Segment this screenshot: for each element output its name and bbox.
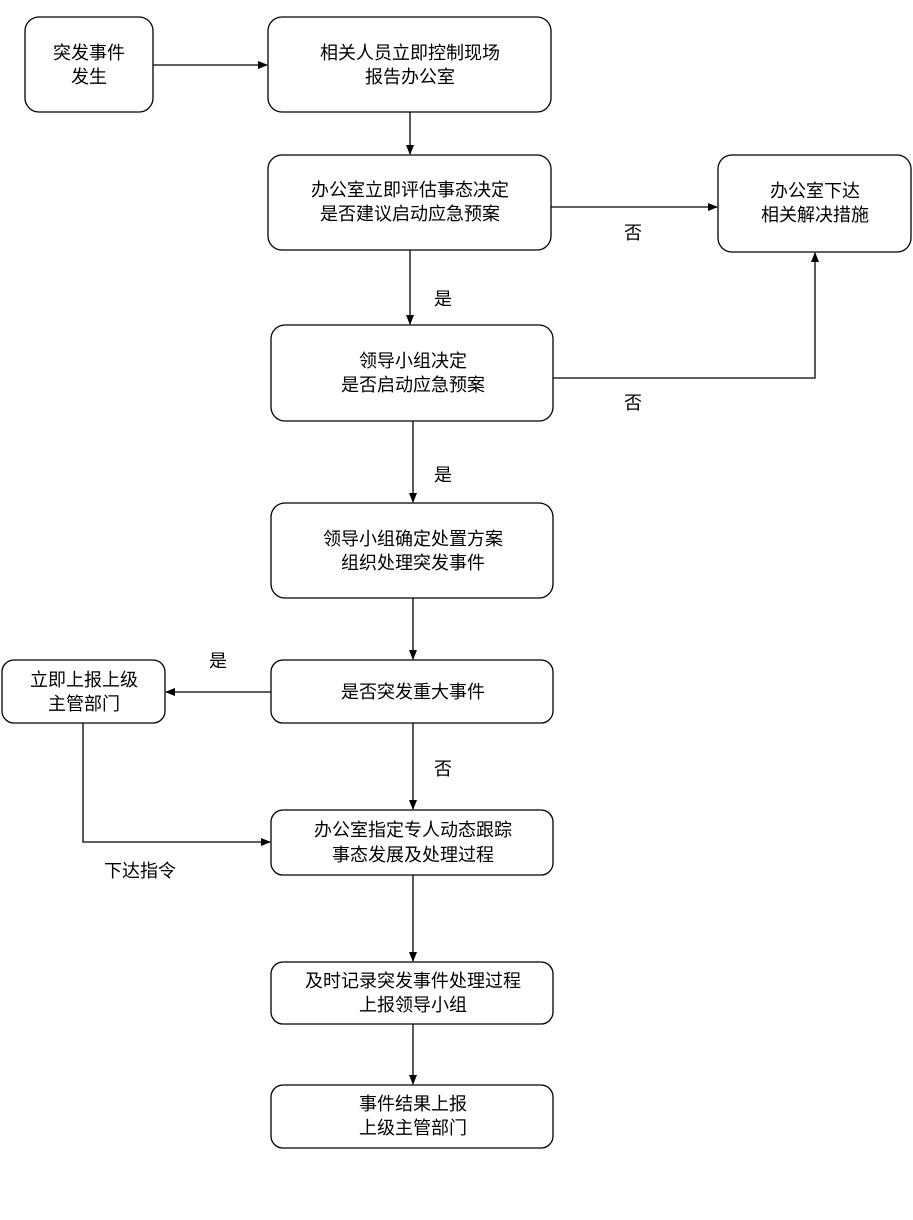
svg-text:上级主管部门: 上级主管部门 <box>359 1118 467 1139</box>
node-assess: 办公室立即评估事态决定 是否建议启动应急预案 <box>267 154 552 251</box>
svg-text:办公室下达: 办公室下达 <box>770 181 860 202</box>
label-yes-leader: 是 <box>434 465 452 486</box>
svg-text:发生: 发生 <box>71 67 107 88</box>
svg-text:领导小组确定处置方案: 领导小组确定处置方案 <box>323 529 503 550</box>
node-report-up: 立即上报上级 主管部门 <box>1 659 166 724</box>
arrow-leader-measures <box>553 252 819 379</box>
svg-text:是否启动应急预案: 是否启动应急预案 <box>341 375 485 396</box>
node-major: 是否突发重大事件 <box>270 659 554 724</box>
node-measures: 办公室下达 相关解决措施 <box>717 154 912 253</box>
svg-text:报告办公室: 报告办公室 <box>365 67 455 88</box>
svg-text:事件结果上报: 事件结果上报 <box>359 1094 467 1115</box>
svg-text:及时记录突发事件处理过程: 及时记录突发事件处理过程 <box>305 971 521 992</box>
label-no-leader: 否 <box>624 393 642 414</box>
node-control: 相关人员立即控制现场 报告办公室 <box>267 16 552 113</box>
svg-text:是否突发重大事件: 是否突发重大事件 <box>341 682 485 703</box>
svg-text:立即上报上级: 立即上报上级 <box>30 670 138 691</box>
node-result: 事件结果上报 上级主管部门 <box>270 1084 554 1149</box>
label-instruct: 下达指令 <box>104 861 176 882</box>
label-yes-major: 是 <box>209 651 227 672</box>
svg-text:相关解决措施: 相关解决措施 <box>761 205 869 226</box>
svg-text:办公室指定专人动态跟踪: 办公室指定专人动态跟踪 <box>314 820 512 841</box>
arrow-reportup-track <box>82 723 271 846</box>
svg-text:组织处理突发事件: 组织处理突发事件 <box>341 553 485 574</box>
node-record: 及时记录突发事件处理过程 上报领导小组 <box>270 961 554 1025</box>
svg-text:主管部门: 主管部门 <box>48 694 120 715</box>
svg-text:上报领导小组: 上报领导小组 <box>359 995 467 1016</box>
label-no-assess: 否 <box>624 223 642 244</box>
svg-text:相关人员立即控制现场: 相关人员立即控制现场 <box>320 43 500 64</box>
svg-text:领导小组决定: 领导小组决定 <box>359 351 467 372</box>
node-occur: 突发事件 发生 <box>24 16 154 113</box>
label-no-major: 否 <box>434 759 452 780</box>
svg-text:事态发展及处理过程: 事态发展及处理过程 <box>332 845 494 866</box>
node-leader-decide: 领导小组决定 是否启动应急预案 <box>270 324 554 422</box>
label-yes-assess: 是 <box>434 289 452 310</box>
svg-text:是否建议启动应急预案: 是否建议启动应急预案 <box>320 204 500 225</box>
svg-text:突发事件: 突发事件 <box>53 43 125 64</box>
connectors <box>82 61 819 1085</box>
node-plan: 领导小组确定处置方案 组织处理突发事件 <box>270 502 554 599</box>
node-track: 办公室指定专人动态跟踪 事态发展及处理过程 <box>270 809 554 876</box>
svg-text:办公室立即评估事态决定: 办公室立即评估事态决定 <box>311 180 509 201</box>
